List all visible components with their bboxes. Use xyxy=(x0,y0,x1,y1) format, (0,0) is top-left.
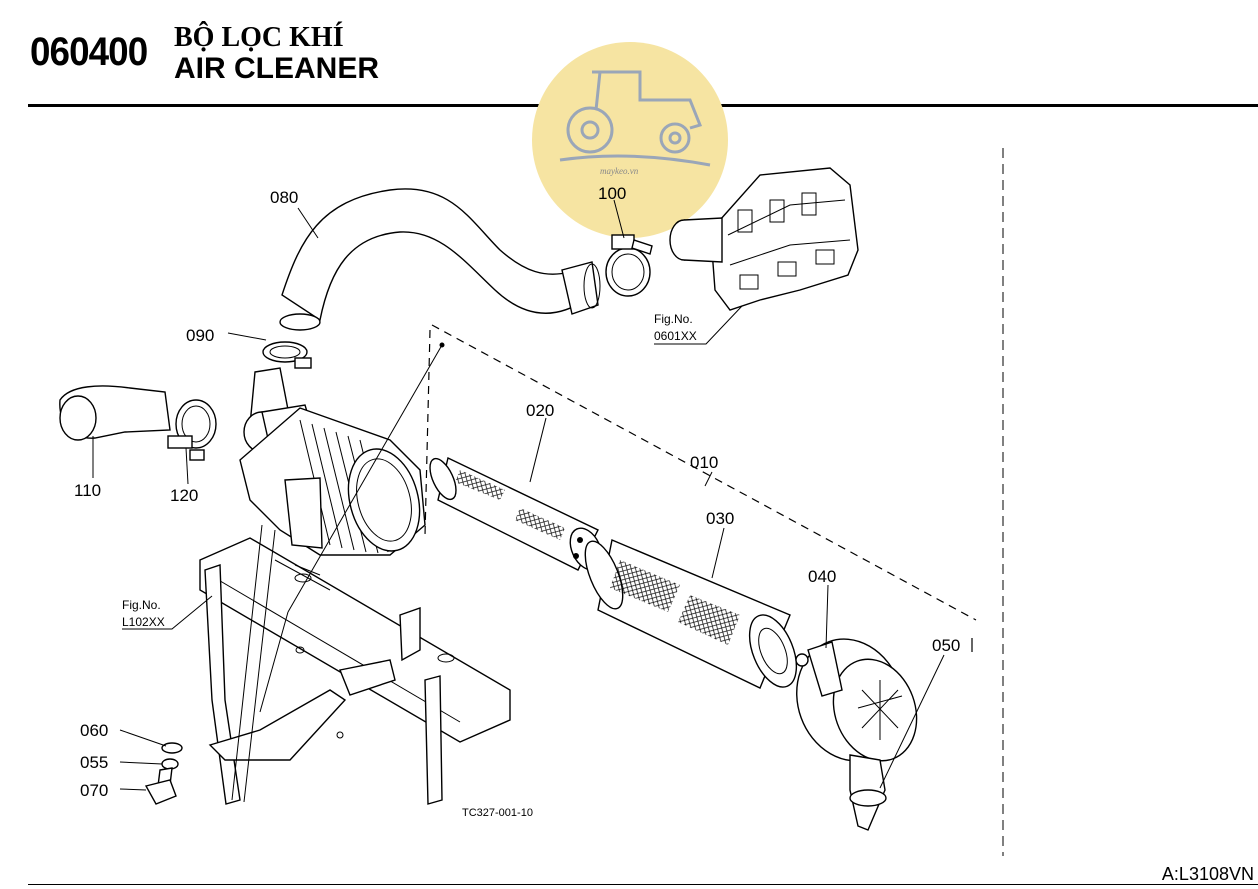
label-120: 120 xyxy=(170,486,198,505)
label-070: 070 xyxy=(80,781,108,800)
tractor-icon xyxy=(559,70,711,167)
title-english: AIR CLEANER xyxy=(174,52,380,85)
hardware-fasteners xyxy=(144,742,183,805)
label-050: 050 xyxy=(932,636,960,655)
footer-rule xyxy=(28,884,1258,885)
fig-ref-lower-number: L102XX xyxy=(122,615,165,629)
assembly-boundary xyxy=(431,324,977,621)
title-vietnamese: BỘ LỌC KHÍ xyxy=(174,22,344,53)
fig-ref-upper-label: Fig.No. xyxy=(654,312,693,326)
section-number: 060400 xyxy=(30,30,148,74)
label-080: 080 xyxy=(270,188,298,207)
label-030: 030 xyxy=(706,509,734,528)
clamp-090 xyxy=(262,341,312,369)
label-020: 020 xyxy=(526,401,554,420)
air-cleaner-housing xyxy=(239,367,426,556)
drawing-code: TC327-001-10 xyxy=(462,807,533,819)
label-010: 010 xyxy=(690,453,718,472)
fig-ref-upper-number: 0601XX xyxy=(654,329,697,343)
mounting-bracket xyxy=(199,524,511,805)
clamp-100 xyxy=(605,234,653,297)
watermark-logo: maykeo.vn xyxy=(532,42,728,238)
page-reference: A:L3108VN xyxy=(1161,864,1254,884)
leader-lines xyxy=(92,199,945,791)
label-110: 110 xyxy=(74,481,101,500)
outer-element-030 xyxy=(584,539,798,689)
label-055: 055 xyxy=(80,753,108,772)
label-100: 100 xyxy=(598,184,626,203)
assembly-boundary-left xyxy=(424,329,431,536)
hose-110 xyxy=(59,385,171,441)
label-090: 090 xyxy=(186,326,214,345)
intake-manifold xyxy=(669,167,859,311)
hose-080 xyxy=(279,188,601,331)
cover-040 xyxy=(795,638,918,762)
fig-ref-lower-label: Fig.No. xyxy=(122,598,161,612)
valve-050 xyxy=(849,754,887,831)
label-060: 060 xyxy=(80,721,108,740)
clamp-120 xyxy=(167,399,217,461)
inner-element-020 xyxy=(429,456,603,571)
watermark-text: maykeo.vn xyxy=(600,166,639,176)
label-040: 040 xyxy=(808,567,836,586)
